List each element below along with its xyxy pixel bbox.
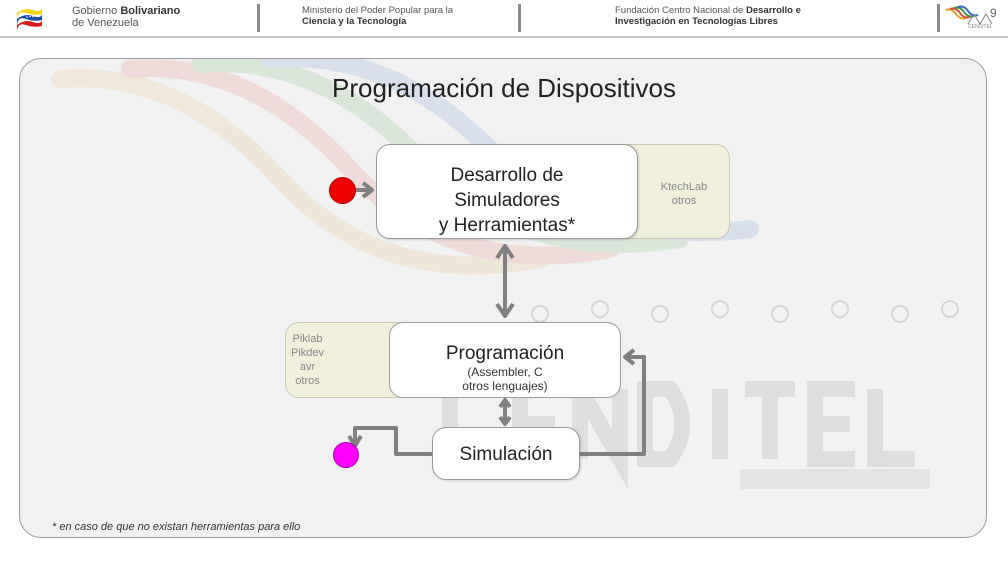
piklab-others-label: otros bbox=[295, 375, 320, 387]
connector-end bbox=[353, 426, 432, 456]
connector-feedback bbox=[580, 355, 646, 456]
venezuela-flag-icon bbox=[17, 8, 42, 30]
foundation-label: Fundación Centro Nacional de Desarrollo … bbox=[615, 5, 801, 27]
logo-text: CENDITEL bbox=[968, 24, 993, 30]
desarrollo-line3: y Herramientas* bbox=[438, 215, 576, 236]
slide-title: Programación de Dispositivos bbox=[332, 73, 676, 103]
arrowhead-right bbox=[361, 181, 374, 199]
cenditel-logo-icon bbox=[945, 5, 993, 25]
arrowhead-up-small bbox=[498, 398, 512, 409]
simulacion-label: Simulación bbox=[459, 444, 553, 465]
desarrollo-line2: Simuladores bbox=[454, 190, 560, 211]
header-bar: Gobierno Bolivariano de Venezuela Minist… bbox=[0, 0, 1008, 38]
desarrollo-box: Desarrollo de Simuladores y Herramientas… bbox=[376, 144, 638, 239]
start-node bbox=[329, 177, 356, 204]
programacion-sub1: (Assembler, C bbox=[467, 365, 543, 379]
government-label: Gobierno Bolivariano de Venezuela bbox=[72, 5, 181, 29]
footnote: * en caso de que no existan herramientas… bbox=[52, 521, 301, 533]
ktechlab-others-label: otros bbox=[671, 195, 697, 207]
header-separator bbox=[937, 4, 940, 32]
programacion-box: Programación (Assembler, C otros lenguaj… bbox=[389, 322, 621, 398]
arrowhead-up bbox=[495, 244, 515, 260]
simulacion-box: Simulación bbox=[432, 427, 580, 480]
arrowhead-down-small bbox=[498, 415, 512, 426]
end-node bbox=[333, 442, 359, 468]
pikdev-label: Pikdev bbox=[290, 347, 325, 359]
ktechlab-label: KtechLab bbox=[660, 181, 708, 193]
programacion-sub2: otros lenguajes) bbox=[462, 379, 548, 393]
header-separator bbox=[518, 4, 521, 32]
avr-label: avr bbox=[299, 361, 316, 373]
desarrollo-line1: Desarrollo de bbox=[450, 165, 564, 186]
header-separator bbox=[257, 4, 260, 32]
arrowhead-left bbox=[623, 348, 636, 366]
piklab-label: Piklab bbox=[292, 333, 323, 345]
ministry-label: Ministerio del Poder Popular para la Cie… bbox=[302, 5, 454, 27]
arrowhead-down bbox=[495, 302, 515, 318]
slide-number: 9 bbox=[990, 6, 997, 20]
programacion-title: Programación bbox=[445, 343, 565, 364]
